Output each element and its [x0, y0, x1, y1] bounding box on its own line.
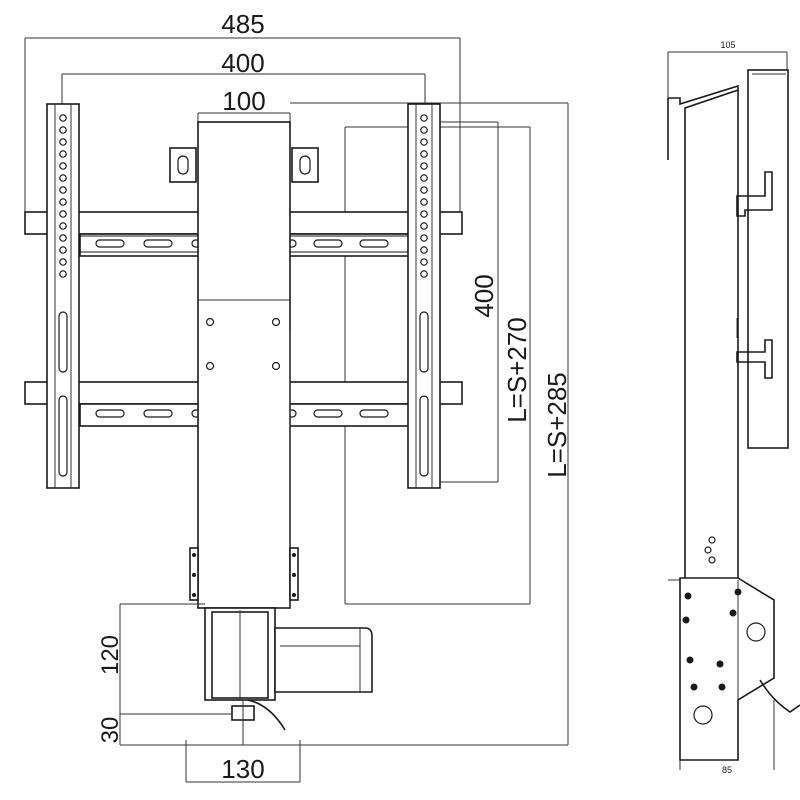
dimension-85: 85 [679, 700, 775, 775]
dimension-400-vertical-label: 400 [469, 274, 499, 317]
motor-side [679, 577, 800, 761]
dimension-120: 120 [97, 603, 232, 745]
motor-housing [204, 607, 373, 745]
dimension-485: 485 [24, 9, 461, 215]
dimension-100-label: 100 [222, 86, 265, 116]
dimension-85-label: 85 [722, 765, 732, 775]
dimension-400-horizontal-label: 400 [221, 48, 264, 78]
lift-column [169, 121, 346, 609]
dimension-485-label: 485 [221, 9, 264, 39]
front-view: 485 400 100 400 L=S+270 [24, 9, 572, 784]
dimension-stroke-270-label: L=S+270 [502, 317, 532, 423]
dimension-130: 130 [185, 740, 301, 784]
dimension-120-label: 120 [97, 635, 124, 675]
dimension-stroke-285: L=S+285 [120, 102, 572, 746]
dimension-400-horizontal: 400 [61, 48, 426, 115]
dimension-stroke-270: L=S+270 [344, 126, 532, 605]
wall-bracket-side [736, 69, 789, 449]
left-vertical-arm [46, 103, 80, 489]
dimension-400-vertical: 400 [425, 121, 499, 483]
column-side [667, 84, 739, 581]
dimension-105-label: 105 [720, 40, 735, 50]
right-vertical-arm [407, 103, 441, 489]
dimension-30-label: 30 [97, 717, 124, 744]
dimension-100: 100 [197, 86, 291, 125]
dimension-stroke-285-label: L=S+285 [542, 372, 572, 478]
dimension-30: 30 [97, 717, 124, 744]
dimension-130-label: 130 [221, 754, 264, 784]
side-view: 105 [667, 40, 800, 775]
